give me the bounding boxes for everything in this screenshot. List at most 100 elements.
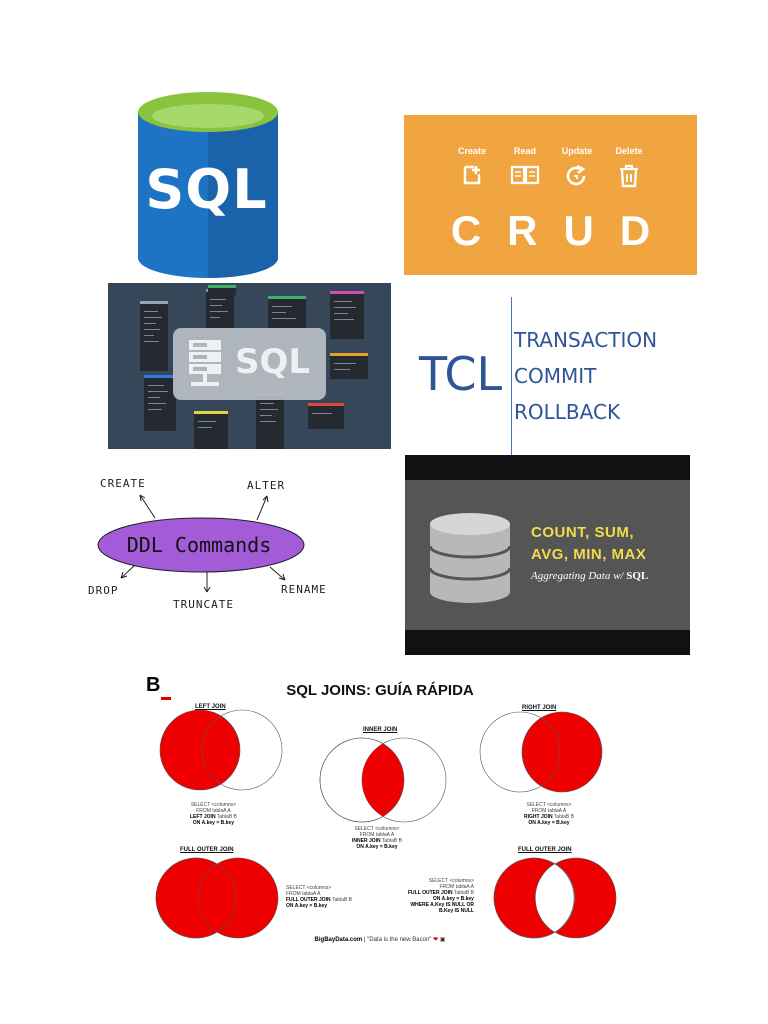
server-rack-icon: [189, 340, 221, 386]
venn-inner-join: [319, 737, 447, 823]
ddl-commands-diagram: DDL Commands CREATE ALTER DROP TRUNCATE …: [85, 470, 345, 620]
aggregate-line-1: COUNT, SUM,: [531, 524, 634, 541]
code-line: B.Key IS NULL: [438, 908, 474, 914]
database-cylinder-icon: [138, 92, 278, 278]
code-line: FROM tablaA A: [196, 808, 231, 814]
schema-table: [194, 411, 228, 449]
crud-read-label: Read: [513, 146, 536, 156]
code-line: FROM tablaA A: [286, 891, 321, 897]
tcl-divider: [511, 297, 512, 455]
schema-table: [144, 375, 176, 431]
code-keyword: LEFT JOIN: [190, 814, 216, 820]
code-line: FROM tablaA A: [359, 832, 395, 838]
sql-logo-text: SQL: [145, 158, 268, 221]
crud-update-label: Update: [561, 146, 593, 156]
joins-footer: BigBayData.com | "Data is the new Bacon"…: [140, 936, 620, 943]
laptop-icon: ▣: [439, 937, 446, 943]
crud-banner: Create Read Update Delete CRUD: [404, 115, 697, 275]
ddl-alter: ALTER: [247, 479, 286, 492]
tcl-item-transaction: TRANSACTION: [514, 328, 658, 352]
code-full-outer-join: SELECT <columns> FROM tablaA A FULL OUTE…: [286, 885, 352, 909]
ddl-create: CREATE: [100, 477, 146, 490]
code-line: INNER JOIN TablaB B: [352, 838, 402, 844]
schema-table: [330, 353, 368, 379]
tcl-panel: TCL TRANSACTION COMMIT ROLLBACK: [405, 295, 675, 457]
open-book-icon: [510, 165, 540, 185]
code-line: SELECT <columns>: [190, 802, 237, 808]
sql-card: SQL: [173, 328, 326, 400]
crud-create: Create: [449, 146, 495, 186]
database-stack-icon: [428, 513, 512, 603]
ddl-drop: DROP: [88, 584, 119, 597]
refresh-icon: [566, 164, 586, 186]
label-right-join: RIGHT JOIN: [522, 705, 557, 711]
code-inner-join: SELECT <columns> FROM tablaA A INNER JOI…: [352, 826, 402, 850]
label-inner-join: INNER JOIN: [363, 727, 398, 733]
code-full-outer-join-exclusive: SELECT <columns> FROM tablaA A FULL OUTE…: [408, 878, 474, 914]
code-line: SELECT <columns>: [526, 802, 572, 808]
ddl-truncate: TRUNCATE: [173, 598, 234, 611]
sql-joins-guide: B SQL JOINS: GUÍA RÁPIDA: [140, 670, 620, 960]
code-text: TablaB B: [330, 897, 352, 903]
sql-schema-image: SQL: [108, 283, 391, 449]
sql-database-logo: SQL: [135, 90, 300, 285]
heart-icon: ❤: [433, 937, 439, 943]
ddl-diagram-shapes: [97, 494, 305, 593]
code-line: ON A.key = B.key: [528, 820, 570, 826]
trash-icon: [620, 164, 638, 188]
tcl-item-commit: COMMIT: [514, 364, 597, 388]
code-line: ON A.key = B.key: [192, 820, 234, 826]
code-line: ON A.key = B.key: [286, 903, 328, 909]
code-keyword: INNER JOIN: [352, 838, 381, 844]
join-venn-diagrams: [155, 709, 617, 939]
aggregate-subtitle-prefix: Aggregating Data w/: [531, 570, 627, 582]
schema-table: [208, 285, 236, 295]
footer-text: | "Data is the new Bacon": [362, 937, 432, 943]
code-line: FROM tablaA A: [531, 808, 567, 814]
schema-table: [308, 403, 344, 429]
code-line: FROM tablaA A: [439, 884, 474, 890]
venn-left-join: [159, 709, 283, 791]
code-keyword: FULL OUTER JOIN: [286, 897, 331, 903]
crud-read: Read: [502, 146, 548, 186]
schema-table: [140, 301, 168, 371]
code-keyword: FULL OUTER JOIN: [408, 890, 453, 896]
code-left-join: SELECT <columns> FROM tablaA A LEFT JOIN…: [190, 802, 237, 826]
aggregate-functions-banner: COUNT, SUM, AVG, MIN, MAX Aggregating Da…: [405, 455, 690, 655]
aggregate-subtitle: Aggregating Data w/ SQL: [531, 570, 648, 582]
code-line: WHERE A.Key IS NULL OR: [410, 902, 474, 908]
code-line: SELECT <columns>: [428, 878, 474, 884]
sql-card-text: SQL: [235, 342, 311, 382]
code-text: TablaB B: [452, 890, 474, 896]
footer-site: BigBayData.com: [314, 937, 363, 943]
code-text: TablaB B: [552, 814, 574, 820]
code-line: ON A.key = B.key: [432, 896, 474, 902]
label-full-outer-join: FULL OUTER JOIN: [180, 847, 234, 853]
venn-full-outer-join: [155, 857, 279, 939]
code-line: SELECT <columns>: [354, 826, 400, 832]
code-line: FULL OUTER JOIN TablaB B: [286, 897, 352, 903]
schema-table: [256, 393, 284, 449]
tcl-item-rollback: ROLLBACK: [514, 400, 621, 424]
code-line: LEFT JOIN TablaB B: [190, 814, 237, 820]
code-line: RIGHT JOIN TablaB B: [524, 814, 574, 820]
code-right-join: SELECT <columns> FROM tablaA A RIGHT JOI…: [524, 802, 574, 826]
label-left-join: LEFT JOIN: [195, 704, 226, 710]
code-line: SELECT <columns>: [286, 885, 332, 891]
schema-table: [268, 296, 306, 330]
code-keyword: RIGHT JOIN: [524, 814, 553, 820]
crud-create-label: Create: [457, 146, 486, 156]
ddl-center-label: DDL Commands: [126, 533, 272, 557]
crud-update: Update: [554, 146, 600, 188]
label-full-outer-join-exclusive: FULL OUTER JOIN: [518, 847, 572, 853]
schema-table: [330, 291, 364, 339]
ddl-rename: RENAME: [281, 583, 327, 596]
code-text: TablaB B: [215, 814, 237, 820]
joins-title: SQL JOINS: GUÍA RÁPIDA: [286, 682, 474, 699]
add-file-icon: [463, 165, 481, 185]
crud-delete-label: Delete: [615, 146, 643, 156]
venn-right-join: [479, 711, 603, 793]
code-line: ON A.key = B.key: [356, 844, 398, 850]
tcl-title: TCL: [419, 347, 503, 401]
bigbaydata-logo: B: [146, 674, 161, 696]
